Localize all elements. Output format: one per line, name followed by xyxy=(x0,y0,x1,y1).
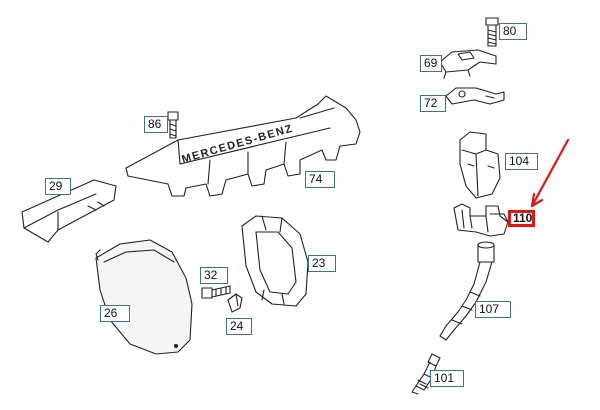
part-104-ignition-coil xyxy=(459,131,501,199)
callout-32: 32 xyxy=(200,267,228,284)
part-24-clip xyxy=(227,293,243,313)
callout-104: 104 xyxy=(505,153,538,170)
callout-69: 69 xyxy=(420,55,442,72)
part-72-bracket xyxy=(445,87,505,105)
callout-26: 26 xyxy=(100,305,130,322)
part-80-bolt xyxy=(485,17,499,47)
callout-72: 72 xyxy=(420,95,446,112)
callout-24: 24 xyxy=(226,318,252,335)
callout-110-highlighted: 110 xyxy=(508,210,535,227)
callout-29: 29 xyxy=(45,178,71,195)
callout-101: 101 xyxy=(430,370,464,387)
part-23-bracket-frame xyxy=(241,215,309,307)
part-29-side-panel xyxy=(21,179,117,243)
callout-23: 23 xyxy=(308,255,336,272)
callout-107: 107 xyxy=(475,301,511,318)
callout-80: 80 xyxy=(499,23,527,40)
callout-86: 86 xyxy=(144,116,168,133)
part-86-bolt xyxy=(167,111,179,139)
part-32-bolt xyxy=(201,285,231,299)
part-26-shroud-cover xyxy=(95,239,193,355)
part-74-engine-cover xyxy=(125,95,361,197)
part-107-plug-extension xyxy=(439,241,495,341)
callout-74: 74 xyxy=(305,171,335,188)
part-69-bracket xyxy=(439,49,497,79)
highlight-arrow xyxy=(530,138,570,208)
part-101-spark-plug xyxy=(411,353,441,395)
part-110-connector xyxy=(453,203,509,237)
